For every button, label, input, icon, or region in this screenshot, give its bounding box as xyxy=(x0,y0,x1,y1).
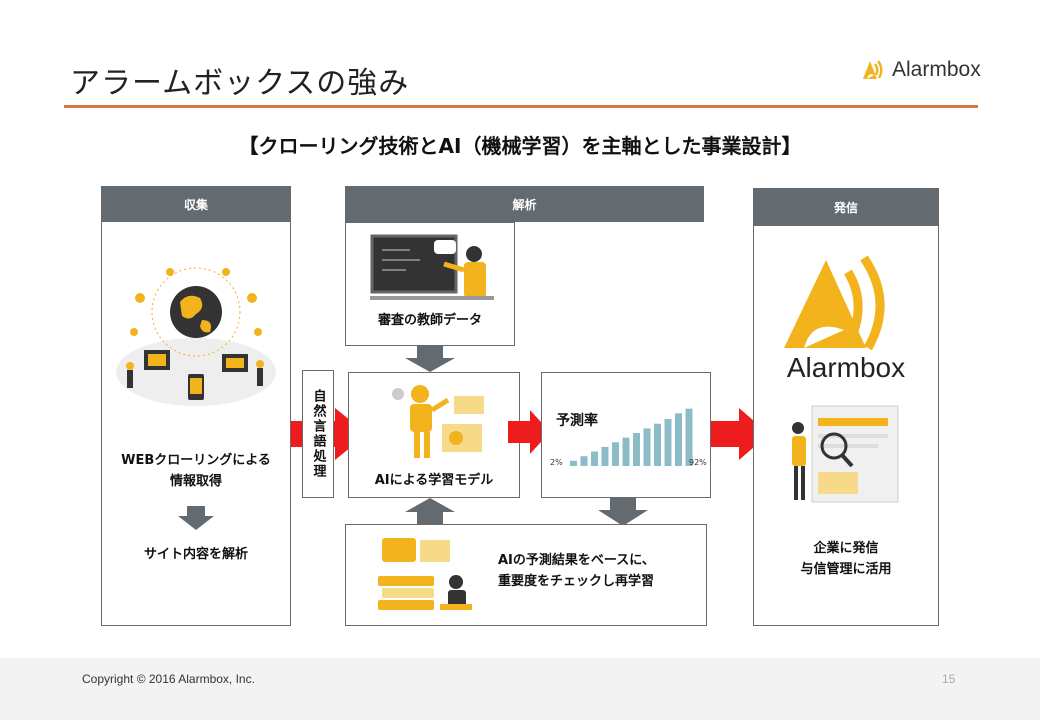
prediction-bar xyxy=(685,408,693,466)
page-number: 15 xyxy=(942,672,956,686)
prediction-panel xyxy=(541,372,711,498)
ai-model-panel xyxy=(348,372,520,498)
deliver-use-label: 企業に発信 与信管理に活用 xyxy=(800,541,892,578)
prediction-bar xyxy=(570,460,577,466)
teacher-illustration xyxy=(370,234,494,300)
alarmbox-large-logo-text: Alarmbox xyxy=(786,352,906,383)
teacher-data-label: 審査の教師データ xyxy=(377,313,482,328)
prediction-bar xyxy=(580,456,588,466)
prediction-bar xyxy=(675,413,682,466)
relearn-illustration xyxy=(378,538,472,610)
slide-subtitle: 【クローリング技術とAI（機械学習）を主軸とした事業設計】 xyxy=(238,134,802,158)
alarmbox-logo-icon xyxy=(863,60,883,79)
nlp-box: 自然言語処理 xyxy=(302,370,334,498)
relearn-label: AIの予測結果をベースに、 重要度をチェックし再学習 xyxy=(498,553,655,590)
teacher-to-model-arrow xyxy=(405,346,455,372)
collect-step1-label: WEBクローリングによる 情報取得 xyxy=(121,453,271,490)
title-divider xyxy=(64,105,978,108)
prediction-bar xyxy=(591,451,598,466)
prediction-bar xyxy=(601,446,609,466)
collect-step2-label: サイト内容を解析 xyxy=(143,547,248,562)
analyze-header: 解析 xyxy=(345,186,704,222)
prediction-bar xyxy=(612,442,619,466)
prediction-min-label: 2% xyxy=(550,458,563,467)
logo-text: Alarmbox xyxy=(892,58,981,81)
nlp-label: 自然言語処理 xyxy=(310,389,326,479)
prediction-bar xyxy=(622,437,630,466)
prediction-label: 予測率 xyxy=(556,413,598,429)
model-to-prediction-arrow xyxy=(508,410,550,454)
slide-title: アラームボックスの強み xyxy=(70,66,410,101)
prediction-bar xyxy=(643,428,651,466)
footer-bar xyxy=(0,658,1040,720)
prediction-chart: 2% 92% xyxy=(550,408,707,467)
ai-robot-illustration xyxy=(392,385,484,458)
collect-header: 収集 xyxy=(101,186,291,222)
prediction-bar xyxy=(664,419,672,466)
copyright: Copyright © 2016 Alarmbox, Inc. xyxy=(82,672,255,686)
collect-down-arrow xyxy=(178,506,214,530)
prediction-bar xyxy=(654,423,661,466)
report-illustration xyxy=(792,405,899,503)
header-logo: Alarmbox xyxy=(860,58,981,82)
relearn-to-model-arrow xyxy=(405,498,455,524)
ai-model-label: AIによる学習モデル xyxy=(374,473,494,488)
prediction-max-label: 92% xyxy=(689,458,707,467)
crawling-illustration xyxy=(116,267,276,406)
deliver-header: 発信 xyxy=(753,188,939,226)
prediction-bar xyxy=(633,433,640,466)
alarmbox-large-logo-icon xyxy=(784,255,885,351)
prediction-to-relearn-arrow xyxy=(598,498,648,526)
